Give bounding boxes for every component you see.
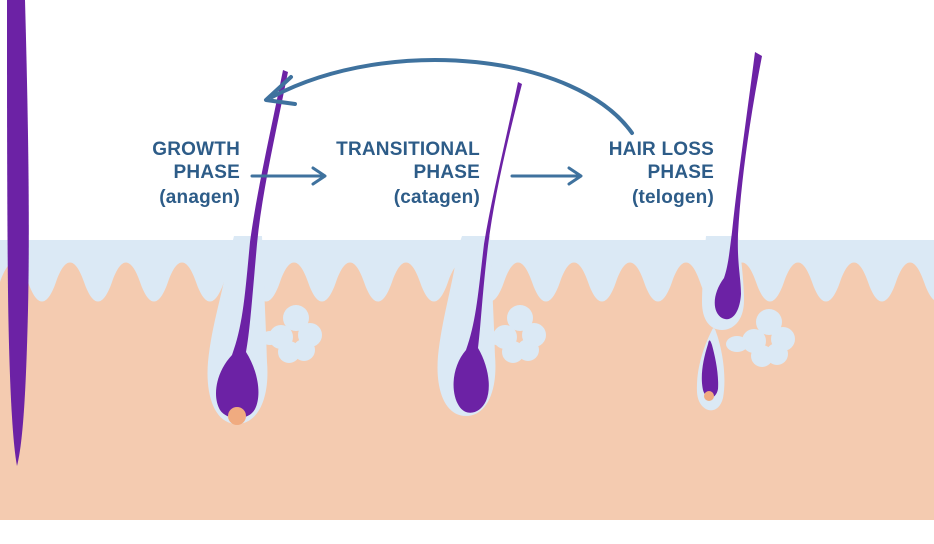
phase-arrow-icon-2 bbox=[510, 166, 583, 186]
phase-name-line: HAIR LOSS bbox=[608, 139, 714, 160]
phase-name-line: PHASE bbox=[413, 162, 480, 183]
telogen-hair bbox=[714, 52, 762, 320]
phase-name-line: GROWTH bbox=[152, 139, 240, 160]
phase-name-line: PHASE bbox=[173, 162, 240, 183]
telogen-papilla bbox=[704, 391, 714, 401]
edge-hair-strand bbox=[7, 0, 29, 466]
sebaceous-gland-telogen bbox=[726, 309, 795, 367]
phase-subtitle: (catagen) bbox=[393, 187, 480, 208]
telogen-follicle-remnant bbox=[701, 340, 719, 398]
hair-loss-phase-label: HAIR LOSS PHASE (telogen) bbox=[564, 138, 714, 209]
anagen-hair bbox=[216, 70, 288, 419]
cycle-arrow-icon bbox=[264, 58, 634, 135]
phase-arrow-icon-1 bbox=[250, 166, 327, 186]
sebaceous-gland-catagen bbox=[488, 305, 546, 363]
phase-subtitle: (anagen) bbox=[159, 187, 240, 208]
catagen-hair bbox=[453, 82, 522, 413]
lower-margin bbox=[0, 520, 934, 544]
phase-name-line: PHASE bbox=[647, 162, 714, 183]
phase-name-line: TRANSITIONAL bbox=[336, 139, 480, 160]
transitional-phase-label: TRANSITIONAL PHASE (catagen) bbox=[310, 138, 480, 209]
growth-phase-label: GROWTH PHASE (anagen) bbox=[90, 138, 240, 209]
phase-subtitle: (telogen) bbox=[631, 187, 714, 208]
anagen-papilla bbox=[228, 407, 246, 425]
